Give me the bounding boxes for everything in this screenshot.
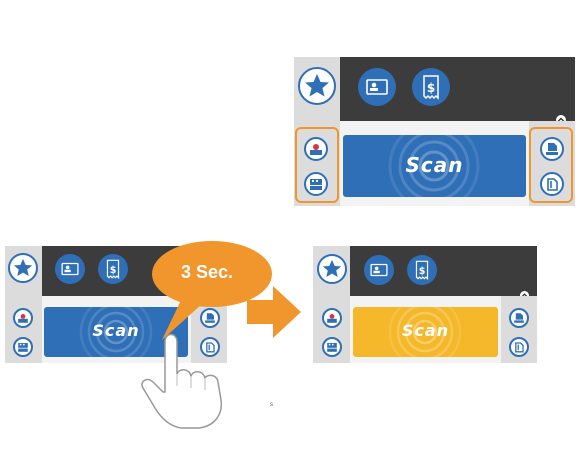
document-icon — [546, 143, 558, 155]
photo-icon — [310, 144, 322, 155]
favorites-star-icon — [305, 74, 329, 97]
favorites-star-icon — [322, 259, 342, 278]
document-copy-icon — [206, 342, 215, 353]
hand-pointer-icon — [141, 333, 223, 429]
svg-text:$: $ — [419, 266, 426, 277]
photo-mode-button[interactable] — [322, 308, 342, 328]
favorites-button[interactable] — [298, 67, 336, 105]
scan-label: Scan — [401, 321, 450, 340]
arrow-right-icon — [247, 286, 301, 338]
collapse-caret-icon — [557, 117, 565, 122]
id-card-icon — [61, 262, 79, 276]
mixed-pages-icon — [18, 343, 28, 352]
scan-ripple-graphic — [388, 135, 480, 197]
mixed-pages-icon — [327, 343, 337, 352]
mixed-mode-button[interactable] — [13, 337, 33, 357]
mixed-mode-button[interactable] — [322, 337, 342, 357]
photo-icon — [327, 314, 337, 323]
favorites-star-icon — [13, 258, 33, 277]
scan-label: Scan — [405, 153, 464, 177]
receipt-button[interactable]: $ — [98, 254, 128, 284]
document-copy-mode-button[interactable] — [200, 337, 220, 357]
document-copy-mode-button[interactable] — [509, 337, 529, 357]
receipt-dollar-icon: $ — [423, 75, 439, 100]
left-mode-highlight — [295, 127, 339, 203]
receipt-button[interactable]: $ — [407, 255, 437, 285]
id-card-button[interactable] — [364, 255, 394, 285]
photo-mode-button[interactable] — [304, 137, 328, 161]
id-card-icon — [366, 79, 388, 95]
mixed-pages-icon — [310, 179, 322, 190]
right-mode-highlight — [529, 127, 573, 203]
favorites-button[interactable] — [317, 254, 347, 284]
document-copy-icon — [547, 178, 558, 191]
scan-label: Scan — [92, 321, 140, 340]
document-icon — [514, 313, 524, 323]
scan-button-held[interactable]: Scan — [353, 307, 498, 357]
collapse-caret-icon — [521, 293, 528, 298]
scan-button[interactable]: Scan — [44, 307, 188, 357]
photo-icon — [18, 314, 28, 323]
hold-duration-label: 3 Sec. — [181, 262, 234, 282]
id-card-icon — [370, 263, 388, 277]
receipt-button[interactable]: $ — [412, 68, 450, 106]
favorites-button[interactable] — [8, 253, 38, 283]
scan-panel-top: $ — [294, 57, 575, 206]
id-card-button[interactable] — [55, 254, 85, 284]
scan-ripple-graphic — [79, 307, 153, 357]
document-mode-button[interactable] — [200, 308, 220, 328]
svg-text:$: $ — [427, 81, 435, 95]
photo-mode-button[interactable] — [13, 308, 33, 328]
collapse-caret[interactable] — [556, 115, 566, 125]
scan-panel-right: $ — [313, 246, 537, 363]
document-copy-icon — [515, 342, 524, 353]
document-mode-button[interactable] — [509, 308, 529, 328]
receipt-dollar-icon: $ — [106, 259, 120, 280]
svg-text:$: $ — [110, 265, 117, 276]
document-icon — [205, 313, 215, 323]
id-card-button[interactable] — [358, 68, 396, 106]
document-copy-mode-button[interactable] — [540, 172, 564, 196]
mixed-mode-button[interactable] — [304, 172, 328, 196]
hold-duration-bubble — [152, 241, 272, 340]
document-mode-button[interactable] — [540, 137, 564, 161]
scan-ripple-graphic — [388, 307, 462, 357]
scan-button[interactable]: Scan — [343, 135, 526, 197]
footnote-mark: s — [270, 402, 273, 408]
collapse-caret[interactable] — [520, 291, 529, 300]
receipt-dollar-icon: $ — [415, 260, 429, 281]
